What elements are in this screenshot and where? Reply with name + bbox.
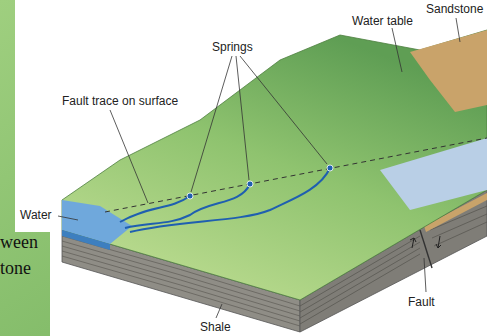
slide-text: tone bbox=[0, 258, 31, 278]
figure-panel bbox=[15, 0, 487, 336]
streams bbox=[120, 168, 330, 232]
fault-trace-label: Fault trace on surface bbox=[62, 94, 178, 108]
spring-dots bbox=[187, 165, 333, 199]
water-label: Water bbox=[20, 208, 52, 222]
water-face bbox=[62, 230, 110, 250]
leader-lines bbox=[58, 18, 460, 318]
land-surface bbox=[62, 30, 487, 300]
fault-arrow bbox=[410, 238, 416, 248]
sandstone-outcrop bbox=[410, 30, 487, 112]
springs-label: Springs bbox=[212, 40, 253, 54]
fault-trace bbox=[105, 138, 487, 212]
slide-text: ween bbox=[0, 232, 38, 252]
fault-plane bbox=[420, 230, 432, 268]
fault-label: Fault bbox=[408, 295, 435, 309]
water-table-label: Water table bbox=[352, 14, 413, 28]
layer-label: Sandstone bbox=[426, 2, 483, 16]
layer-label: Shale bbox=[200, 320, 231, 334]
fault-arrow bbox=[436, 236, 441, 248]
